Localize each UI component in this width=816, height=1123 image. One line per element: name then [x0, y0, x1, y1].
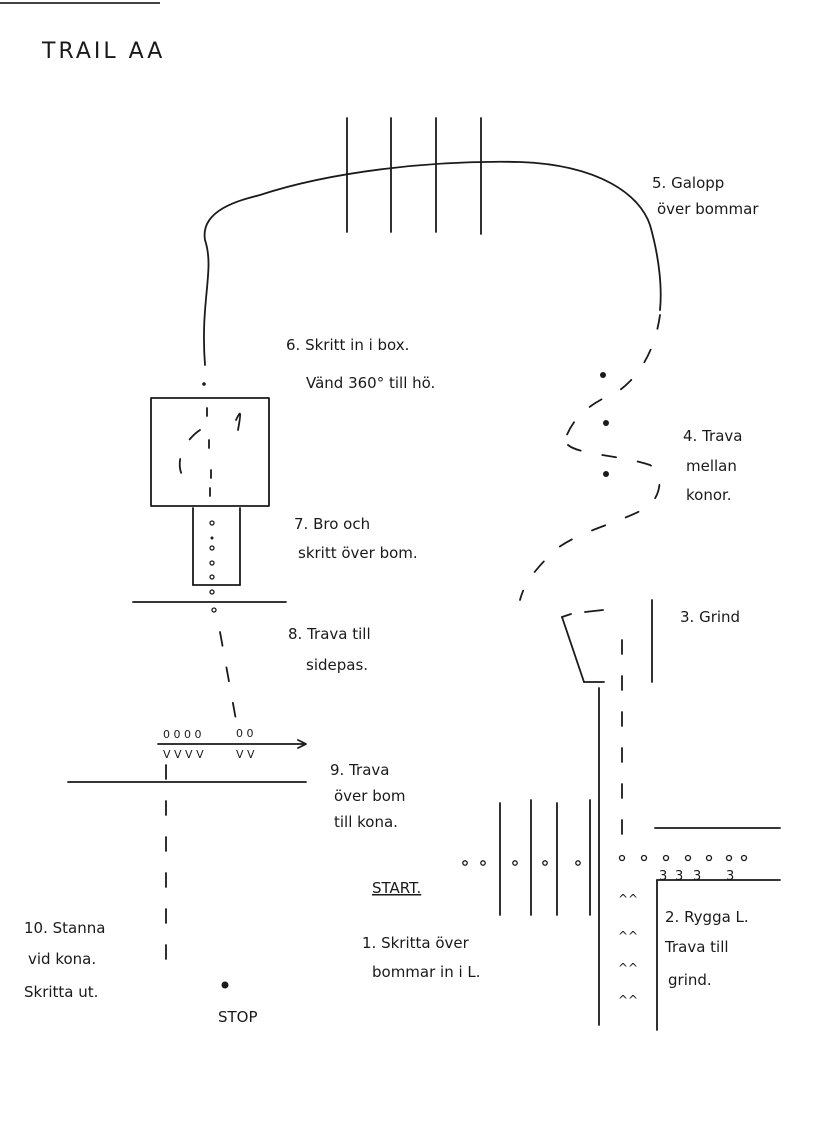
l-cones: [618, 854, 748, 862]
station-1-label: 1. Skritta över bommar in i L.: [362, 934, 481, 981]
svg-text:^^: ^^: [618, 929, 638, 943]
station-9-label: 9. Trava över bom till kona.: [330, 761, 410, 831]
station-10-label: 10. Stanna vid kona. Skritta ut.: [24, 919, 110, 1001]
station-5-label: 5. Galopp över bommar: [652, 174, 759, 218]
svg-text:3: 3: [675, 869, 683, 884]
station-8-label: 8. Trava till sidepas.: [288, 625, 375, 674]
path-8: [219, 631, 237, 721]
path-5-to-4: [564, 314, 661, 441]
station-2-label: 2. Rygga L. Trava till grind.: [664, 908, 753, 989]
gate: [561, 599, 653, 683]
svg-text:3: 3: [726, 869, 734, 884]
start-poles: [499, 799, 591, 916]
station-7-label: 7. Bro och skritt över bom.: [294, 515, 418, 562]
svg-text:V V V V: V V V V: [163, 748, 204, 761]
svg-text:3: 3: [659, 869, 667, 884]
svg-text:3: 3: [693, 869, 701, 884]
start-label: START.: [372, 879, 421, 897]
station-6-label: 6. Skritt in i box. Vänd 360° till hö.: [286, 336, 435, 392]
svg-text:V V: V V: [236, 748, 255, 761]
box-path: [178, 382, 242, 497]
bridge: [132, 507, 287, 613]
svg-text:^^: ^^: [618, 961, 638, 975]
box: [150, 397, 270, 507]
slalom-path: [519, 444, 661, 601]
svg-text:0 0 0 0: 0 0 0 0: [163, 728, 201, 741]
station-3-label: 3. Grind: [680, 608, 740, 626]
sidepass: 0 0 0 0 0 0 V V V V V V: [67, 727, 307, 783]
stop-label: STOP: [218, 1008, 258, 1026]
gallop-poles: [346, 117, 482, 235]
svg-text:^^: ^^: [618, 892, 638, 906]
station-4-label: 4. Trava mellan konor.: [683, 427, 747, 504]
gallop-loop-path: [203, 160, 662, 366]
svg-text:0 0: 0 0: [236, 727, 254, 740]
svg-text:^^: ^^: [618, 993, 638, 1007]
cone-slalom: [600, 372, 609, 477]
l-shape: [598, 687, 781, 1031]
start-poles-dots: [462, 860, 581, 866]
stop-cone: [221, 981, 229, 989]
walk-hoofprints: ^^ ^^ ^^ ^^: [618, 892, 638, 1007]
course-title: TRAIL AA: [41, 39, 165, 64]
